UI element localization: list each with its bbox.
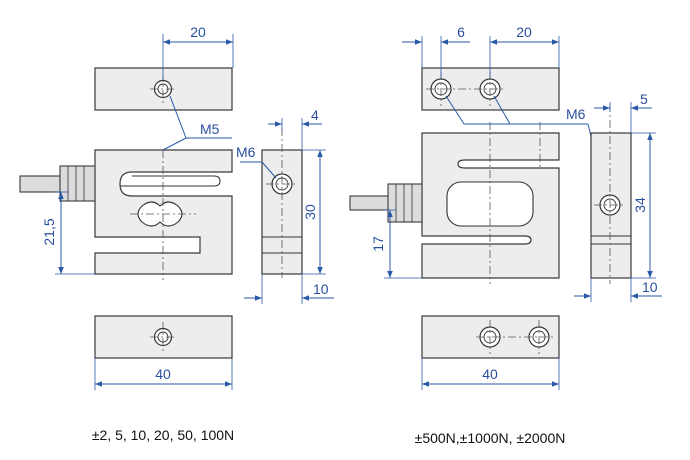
right-dim-side-depth: 10 bbox=[574, 278, 662, 302]
right-bottom-view: 40 bbox=[421, 315, 560, 390]
left-dim-cable-height: 21,5 bbox=[41, 191, 95, 275]
left-model-caption: ±2, 5, 10, 20, 50, 100N bbox=[92, 427, 234, 443]
left-dim-top-width: 20 bbox=[162, 24, 234, 80]
left-side-view bbox=[261, 128, 303, 278]
left-height-label: 30 bbox=[302, 204, 318, 220]
left-dim-side-depth: 10 bbox=[244, 274, 334, 304]
left-cable-height-label: 21,5 bbox=[41, 218, 57, 245]
left-top-view bbox=[94, 67, 233, 111]
right-front-view bbox=[349, 122, 560, 284]
right-model-caption: ±500N,±1000N, ±2000N bbox=[415, 430, 566, 446]
left-thread-callout: M5 bbox=[162, 95, 232, 151]
right-dim-height: 34 bbox=[631, 132, 656, 279]
left-dim-side-offset: 4 bbox=[268, 107, 322, 150]
left-side-thread-callout: M6 bbox=[236, 144, 277, 179]
left-side-thread-label: M6 bbox=[236, 144, 256, 160]
right-cable-height-label: 17 bbox=[370, 236, 386, 252]
left-thread-label: M5 bbox=[200, 121, 220, 137]
right-top-view bbox=[421, 67, 560, 111]
right-dim-top-width: 20 bbox=[489, 24, 560, 78]
left-dim-height: 30 bbox=[302, 149, 326, 275]
right-hole-offset-label: 6 bbox=[457, 24, 465, 40]
left-front-view bbox=[19, 149, 233, 280]
left-bottom-view: 40 bbox=[94, 315, 233, 390]
right-dim-hole-offset: 6 bbox=[402, 24, 470, 78]
left-side-offset-label: 4 bbox=[311, 107, 319, 123]
right-dim-side-offset: 5 bbox=[594, 91, 652, 133]
left-side-depth-label: 10 bbox=[313, 281, 329, 297]
left-bottom-width-label: 40 bbox=[155, 366, 171, 382]
right-side-offset-label: 5 bbox=[640, 91, 648, 107]
left-model: 20 M5 21, bbox=[19, 24, 334, 443]
right-bottom-width-label: 40 bbox=[482, 366, 498, 382]
right-top-width-label: 20 bbox=[516, 24, 532, 40]
right-side-view bbox=[590, 104, 632, 284]
left-top-width-label: 20 bbox=[190, 24, 206, 40]
right-height-label: 34 bbox=[632, 197, 648, 213]
right-side-depth-label: 10 bbox=[642, 279, 658, 295]
right-model: 6 20 M6 bbox=[349, 24, 662, 446]
right-dim-cable-height: 17 bbox=[370, 209, 422, 279]
right-thread-label: M6 bbox=[566, 106, 586, 122]
